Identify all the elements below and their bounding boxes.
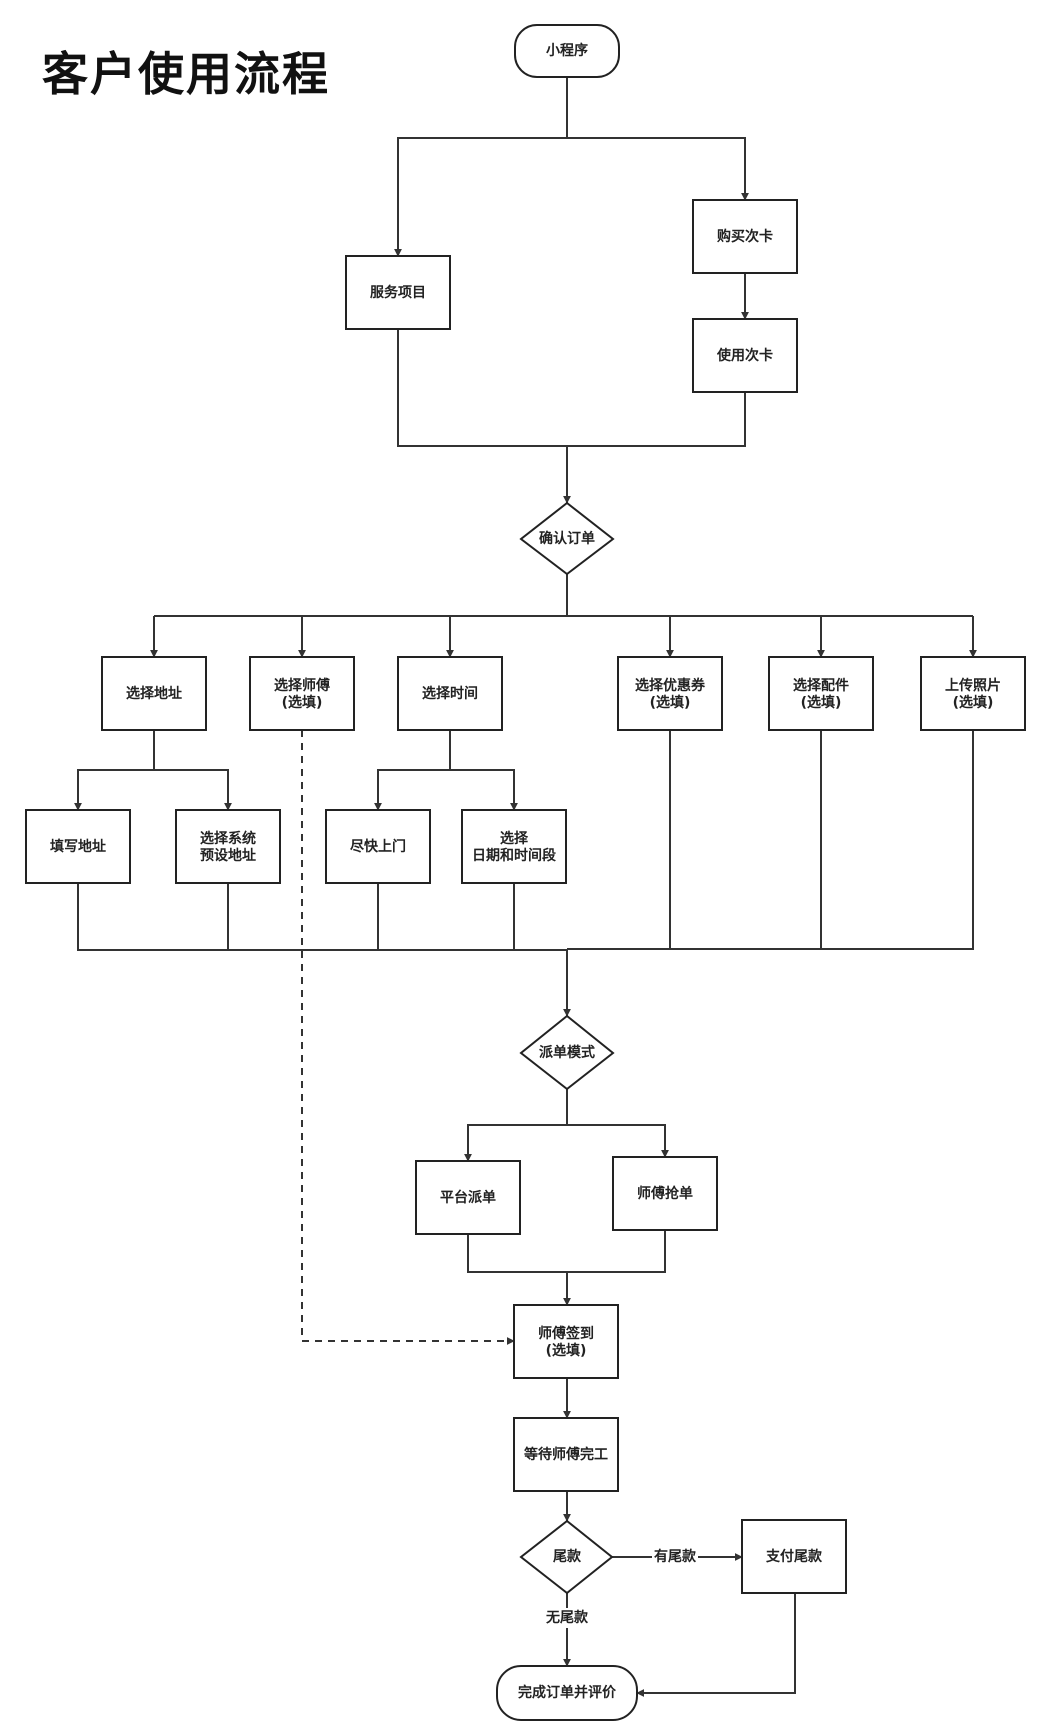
- node-select-address: 选择地址: [101, 656, 207, 731]
- edge-label-no-final: 无尾款: [545, 1609, 589, 1626]
- node-select-master: 选择师傅 (选填): [249, 656, 355, 731]
- edge-to-select-date: [450, 769, 518, 811]
- node-select-date-line1: 选择: [500, 830, 529, 847]
- node-pay-final-label: 支付尾款: [765, 1548, 823, 1565]
- node-select-date-line2: 日期和时间段: [472, 847, 556, 864]
- edge-label-has-final: 有尾款: [654, 1548, 697, 1565]
- node-service-items: 服务项目: [345, 255, 451, 330]
- node-final-payment-label: 尾款: [553, 1548, 582, 1565]
- edge-pay-to-complete: [636, 1593, 796, 1697]
- node-wait-complete: 等待师傅完工: [513, 1417, 619, 1492]
- node-master-grab-label: 师傅抢单: [637, 1185, 693, 1202]
- edge-to-preset-address: [154, 769, 232, 811]
- node-pay-final: 支付尾款: [741, 1519, 847, 1594]
- node-select-address-label: 选择地址: [126, 685, 182, 702]
- node-select-coupon-line1: 选择优惠券: [635, 677, 706, 694]
- edge-address-split: [77, 730, 155, 810]
- edge-time-split-left: [374, 730, 451, 811]
- node-confirm-order: 确认订单: [519, 501, 615, 576]
- node-select-master-line1: 选择师傅: [274, 677, 330, 694]
- node-master-checkin-line1: 师傅签到: [538, 1325, 594, 1342]
- node-dispatch-mode: 派单模式: [519, 1014, 615, 1091]
- edge-to-master-grab: [567, 1124, 669, 1158]
- node-complete-label: 完成订单并评价: [518, 1684, 617, 1701]
- edge-labels: 有尾款 无尾款: [544, 1547, 698, 1628]
- node-upload-photo-line1: 上传照片: [945, 677, 1001, 694]
- node-preset-address-line2: 预设地址: [200, 847, 256, 864]
- node-select-parts: 选择配件 (选填): [768, 656, 874, 731]
- node-asap-label: 尽快上门: [350, 838, 406, 855]
- node-start: 小程序: [514, 24, 620, 78]
- node-select-parts-line2: (选填): [801, 694, 842, 711]
- edge-merge-photo: [567, 730, 974, 950]
- edge-service-merge: [397, 329, 567, 447]
- node-service-items-label: 服务项目: [370, 284, 426, 301]
- node-buy-card: 购买次卡: [692, 199, 798, 274]
- node-dispatch-mode-label: 派单模式: [539, 1044, 595, 1061]
- edge-merge-bar: [77, 883, 567, 951]
- node-select-time: 选择时间: [397, 656, 503, 731]
- node-fill-address: 填写地址: [25, 809, 131, 884]
- edge-to-platform-dispatch: [464, 1124, 567, 1162]
- node-select-time-label: 选择时间: [422, 685, 478, 702]
- node-master-grab: 师傅抢单: [612, 1156, 718, 1231]
- node-platform-dispatch-label: 平台派单: [440, 1189, 496, 1206]
- edge-to-buy-card: [567, 137, 749, 201]
- node-preset-address: 选择系统 预设地址: [175, 809, 281, 884]
- node-select-coupon: 选择优惠券 (选填): [617, 656, 723, 731]
- node-preset-address-line1: 选择系统: [200, 830, 256, 847]
- node-final-payment: 尾款: [519, 1519, 614, 1595]
- node-fill-address-label: 填写地址: [50, 838, 106, 855]
- node-select-master-line2: (选填): [282, 694, 323, 711]
- node-select-date: 选择 日期和时间段: [461, 809, 567, 884]
- node-upload-photo: 上传照片 (选填): [920, 656, 1026, 731]
- node-use-card-label: 使用次卡: [716, 347, 773, 364]
- edge-master-to-checkin-dashed: [301, 730, 515, 1345]
- edges: [74, 77, 977, 1697]
- node-master-checkin-line2: (选填): [546, 1342, 587, 1359]
- node-complete: 完成订单并评价: [496, 1665, 638, 1721]
- node-wait-complete-label: 等待师傅完工: [524, 1446, 608, 1463]
- nodes: 小程序 服务项目 购买次卡 使用次卡 确认订单 选择地址: [25, 24, 1026, 1721]
- edge-platform-merge: [467, 1234, 567, 1273]
- node-asap: 尽快上门: [325, 809, 431, 884]
- node-use-card: 使用次卡: [692, 318, 798, 393]
- node-select-coupon-line2: (选填): [650, 694, 691, 711]
- node-upload-photo-line2: (选填): [953, 694, 994, 711]
- node-platform-dispatch: 平台派单: [415, 1160, 521, 1235]
- page-title: 客户使用流程: [42, 47, 330, 101]
- node-buy-card-label: 购买次卡: [717, 228, 773, 245]
- edge-grab-merge: [567, 1230, 666, 1273]
- edge-usecard-merge: [567, 392, 746, 447]
- node-start-label: 小程序: [546, 42, 588, 59]
- node-master-checkin: 师傅签到 (选填): [513, 1304, 619, 1379]
- edge-to-service-items: [394, 137, 567, 257]
- node-select-parts-line1: 选择配件: [793, 677, 849, 694]
- node-confirm-order-label: 确认订单: [539, 530, 595, 547]
